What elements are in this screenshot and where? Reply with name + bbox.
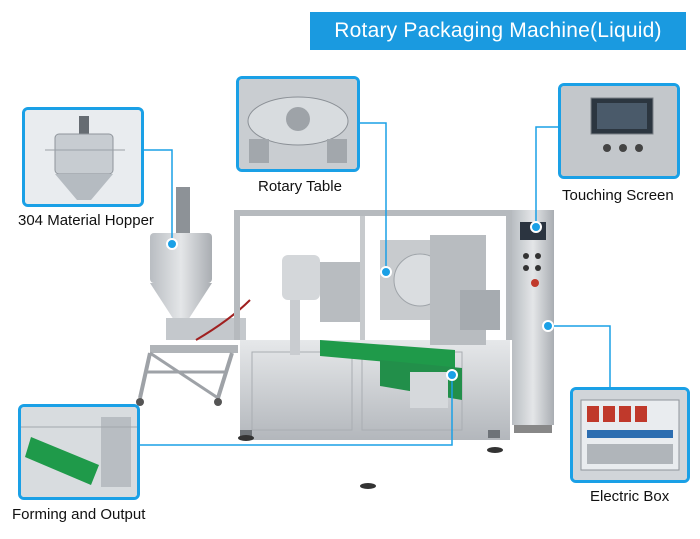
rotary-table-label: Rotary Table bbox=[258, 178, 342, 195]
electric-box-label: Electric Box bbox=[590, 488, 670, 505]
rotary-table-photo-image bbox=[239, 79, 357, 169]
control-cabinet bbox=[512, 210, 554, 433]
electric-box-photo bbox=[570, 387, 690, 483]
touch-screen-label: Touching Screen bbox=[562, 187, 674, 204]
touch-screen-photo-image bbox=[561, 86, 677, 176]
hopper-photo bbox=[22, 107, 144, 207]
touch-screen-photo bbox=[558, 83, 680, 179]
rotary-table-photo bbox=[236, 76, 360, 172]
rotary-mechanism bbox=[282, 235, 500, 355]
page-title: Rotary Packaging Machine(Liquid) bbox=[310, 12, 686, 50]
hopper-label: 304 Material Hopper bbox=[18, 212, 154, 229]
forming-output-photo-image bbox=[21, 407, 137, 497]
electric-box-photo-image bbox=[573, 390, 687, 480]
hopper-photo-image bbox=[25, 110, 141, 204]
forming-output-photo bbox=[18, 404, 140, 500]
forming-output-label: Forming and Output bbox=[12, 506, 146, 523]
